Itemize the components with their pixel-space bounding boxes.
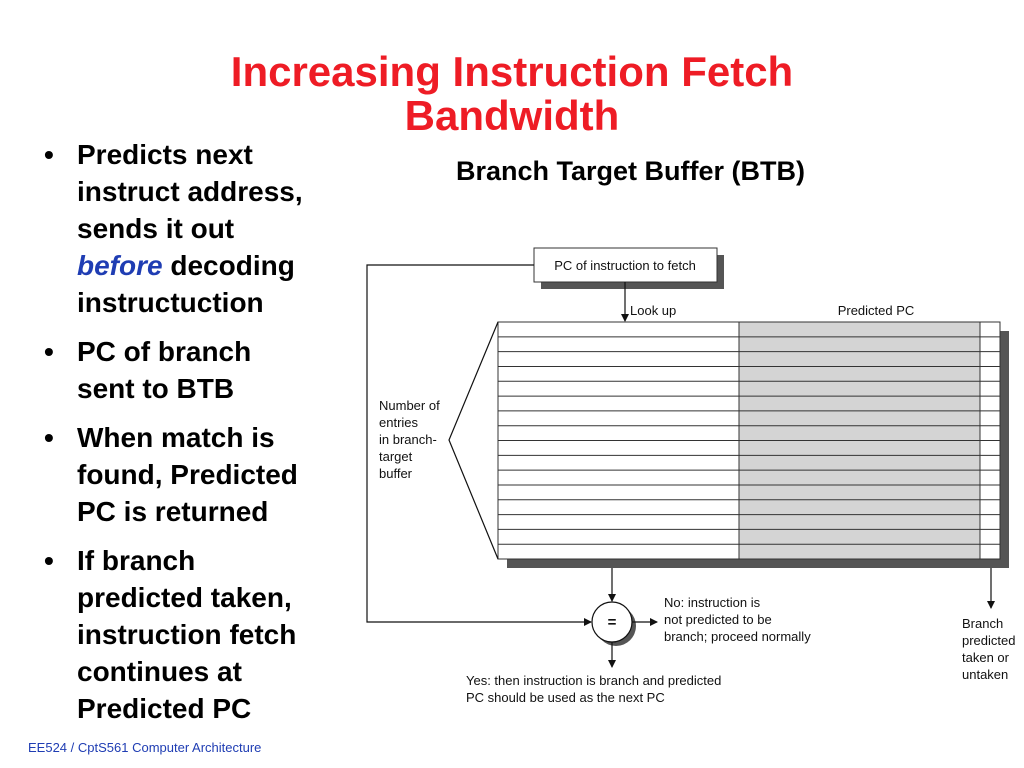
bullet-dot: • <box>44 422 54 453</box>
bullet-4-line-5: Predicted PC <box>77 693 252 724</box>
bullet-1-line-5: instructuction <box>77 287 264 318</box>
bullet-item-3: • When match is found, Predicted PC is r… <box>44 419 362 530</box>
btb-table <box>497 321 1009 568</box>
bullet-4-line-1: If branch <box>77 545 196 576</box>
bullet-dot: • <box>44 545 54 576</box>
no-text-line-1: No: instruction is <box>664 595 761 610</box>
entries-label-line-2: entries <box>379 415 419 430</box>
branch-text-line-2: predicted <box>962 633 1015 648</box>
bullet-1-line-1: Predicts next <box>77 139 253 170</box>
entries-brace <box>448 321 499 560</box>
compare-symbol: = <box>608 614 617 631</box>
pc-box <box>533 247 718 283</box>
bullet-list: • Predicts next instruct address, sends … <box>44 136 362 739</box>
entries-label-line-3: in branch- <box>379 432 437 447</box>
table-border <box>497 321 1001 560</box>
entries-label-line-5: buffer <box>379 466 413 481</box>
bullet-item-2: • PC of branch sent to BTB <box>44 333 362 407</box>
bullet-2-line-1: PC of branch <box>77 336 252 367</box>
bullet-dot: • <box>44 139 54 170</box>
predicted-pc-header: Predicted PC <box>838 303 915 318</box>
no-text-line-2: not predicted to be <box>664 612 772 627</box>
entries-label-line-4: target <box>379 449 413 464</box>
branch-text-line-3: taken or <box>962 650 1010 665</box>
lookup-label: Look up <box>630 303 676 318</box>
bullet-1-line-3: sends it out <box>77 213 235 244</box>
pc-feedback-arrow <box>366 264 592 626</box>
branch-text-line-4: untaken <box>962 667 1008 682</box>
no-text-line-3: branch; proceed normally <box>664 629 811 644</box>
slide-title-line-2: Bandwidth <box>404 92 620 139</box>
pc-box-label: PC of instruction to fetch <box>554 258 696 273</box>
bullet-1-line-2: instruct address, <box>77 176 303 207</box>
diagram-title: Branch Target Buffer (BTB) <box>456 156 806 186</box>
bullet-4-line-3: instruction fetch <box>77 619 297 650</box>
bullet-item-4: • If branch predicted taken, instruction… <box>44 542 362 727</box>
branch-text-line-1: Branch <box>962 616 1003 631</box>
bullet-1-line-4: before decoding <box>77 247 362 284</box>
footer-course: EE524 / CptS561 Computer Architecture <box>28 740 262 755</box>
yes-text-line-2: PC should be used as the next PC <box>466 690 665 705</box>
bullet-item-1: • Predicts next instruct address, sends … <box>44 136 362 321</box>
slide-title-line-1: Increasing Instruction Fetch <box>230 48 794 95</box>
slide-title: Increasing Instruction Fetch Bandwidth <box>0 50 1024 138</box>
bullet-3-line-3: PC is returned <box>77 496 269 527</box>
bullet-4-line-2: predicted taken, <box>77 582 292 613</box>
bullet-1-after: decoding <box>170 250 295 281</box>
yes-text-line-1: Yes: then instruction is branch and pred… <box>466 673 721 688</box>
bullet-3-line-1: When match is <box>77 422 275 453</box>
bullet-dot: • <box>44 336 54 367</box>
table-row-lines <box>498 336 1000 545</box>
bullet-1-emphasis: before <box>77 250 163 281</box>
entries-label-line-1: Number of <box>379 398 440 413</box>
bullet-3-line-2: found, Predicted <box>77 459 298 490</box>
bullet-4-line-4: continues at <box>77 656 242 687</box>
bullet-2-line-2: sent to BTB <box>77 373 235 404</box>
